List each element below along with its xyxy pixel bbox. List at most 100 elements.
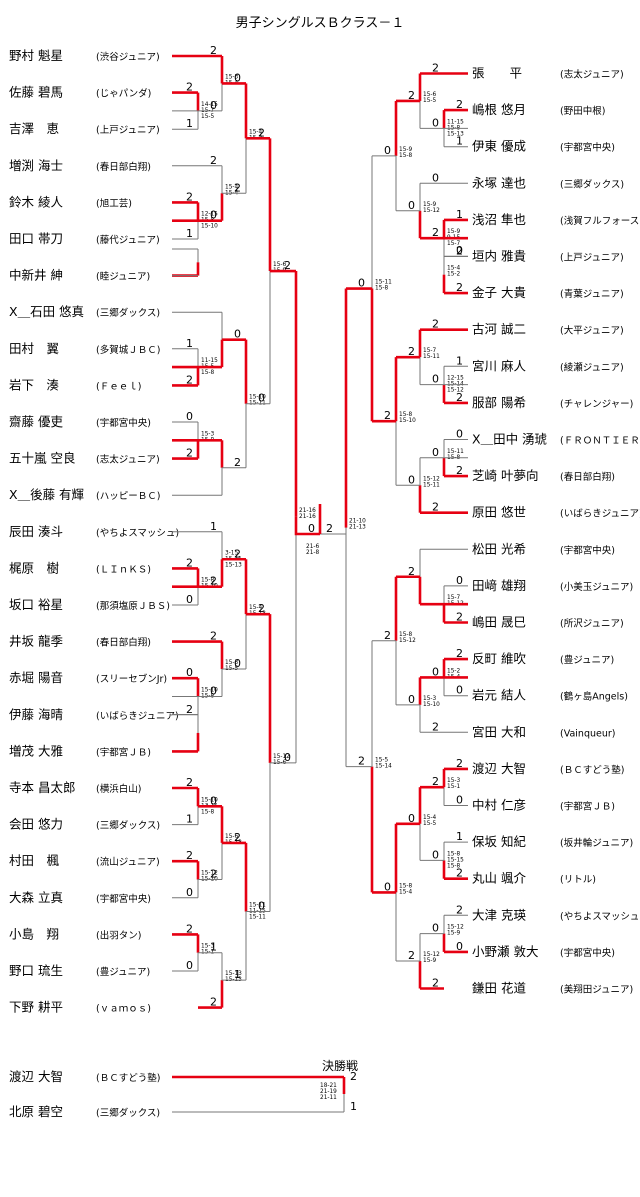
left-player-club: (スリーセブンJr) <box>96 673 167 685</box>
left-match-score: 2 <box>186 190 193 203</box>
right-match-score: 0 <box>456 574 463 587</box>
right-match-sets: 15-9 <box>447 931 460 937</box>
right-match-sets: 15-12 <box>423 208 440 214</box>
left-match-score: 2 <box>258 126 265 139</box>
left-match-score: 2 <box>186 373 193 386</box>
left-match-sets: 15-13 <box>225 562 242 568</box>
left-player-club: (春日部白翔) <box>96 161 151 173</box>
right-match-sets: 15-2 <box>447 668 460 674</box>
right-player-club: (小美玉ジュニア) <box>560 581 633 593</box>
right-player-name: 丸山 颯介 <box>472 871 526 886</box>
left-player-name: 赤堀 陽音 <box>9 670 63 685</box>
left-match-score: 0 <box>210 685 217 698</box>
right-match-sets: 15-14 <box>375 764 392 770</box>
left-match-score: 2 <box>186 922 193 935</box>
right-player-name: 芝崎 叶夢向 <box>472 468 538 483</box>
right-match-score: 2 <box>432 501 439 514</box>
left-player-name: 田口 帯刀 <box>9 231 63 246</box>
left-match-score: 2 <box>210 154 217 167</box>
left-match-sets: 15-4 <box>249 129 262 135</box>
right-player-name: 垣内 雅貴 <box>472 249 526 264</box>
left-match-sets: 15-10 <box>201 224 218 230</box>
left-player-name: X＿後藤 有輝 <box>9 487 84 502</box>
right-match-score: 0 <box>432 373 439 386</box>
right-player-name: 嶋根 悠月 <box>472 102 526 117</box>
right-match-sets: 15-13 <box>447 131 464 137</box>
right-player-name: 永塚 達也 <box>472 175 526 190</box>
right-match-sets: 15-8 <box>399 153 412 159</box>
left-player-name: 吉澤 恵 <box>9 121 59 136</box>
right-player-name: 反町 維吹 <box>472 651 526 666</box>
left-match-sets: 21-16 <box>299 514 316 520</box>
right-match-score: 1 <box>456 135 463 148</box>
right-match-sets: 15-11 <box>423 482 440 488</box>
left-player-name: 田村 翼 <box>9 341 59 356</box>
right-player-club: (やちよスマッシュ) <box>560 911 640 922</box>
left-player-club: (旭工芸) <box>96 197 132 209</box>
left-match-score: 0 <box>186 410 193 423</box>
right-player-club: (宇都宮ＪＢ) <box>560 801 615 813</box>
right-player-club: (リトル) <box>560 875 596 886</box>
right-player-club: (三郷ダックス) <box>560 178 624 190</box>
left-match-sets: 15-8 <box>201 809 214 815</box>
final-label: 決勝戦 <box>322 1059 359 1073</box>
left-player-name: 齋藤 優吏 <box>9 414 63 429</box>
right-player-name: X＿田中 湧琥 <box>472 432 547 447</box>
left-match-sets: 15-10 <box>249 395 266 401</box>
right-match-score: 2 <box>456 903 463 916</box>
right-match-score: 2 <box>358 755 365 768</box>
right-match-score: 2 <box>456 757 463 770</box>
right-match-sets: 15-8 <box>399 883 412 889</box>
right-match-sets: 15-7 <box>423 348 436 354</box>
left-match-sets: 15-10 <box>201 688 218 694</box>
left-match-score: 0 <box>234 71 241 84</box>
right-match-score: 0 <box>456 940 463 953</box>
right-match-score: 2 <box>456 611 463 624</box>
final-sets: 21-11 <box>320 1095 337 1101</box>
right-player-name: 古河 誠二 <box>472 322 526 337</box>
left-match-sets: 15-12 <box>273 754 290 760</box>
left-player-club: (三郷ダックス) <box>96 820 160 832</box>
left-match-sets: 15-3 <box>225 660 238 666</box>
left-match-sets: 15-11 <box>249 903 266 909</box>
right-player-club: (ＢＣすどう塾) <box>560 764 624 776</box>
right-match-sets: 15-9 <box>423 958 436 964</box>
left-match-score: 0 <box>234 657 241 670</box>
left-match-score: 0 <box>186 666 193 679</box>
right-match-sets: 15-3 <box>447 778 460 784</box>
left-match-score: 2 <box>258 602 265 615</box>
semi-sets: 21-8 <box>306 550 319 556</box>
right-player-club: (所沢ジュニア) <box>560 618 624 630</box>
right-match-sets: 15-12 <box>399 638 416 644</box>
left-player-club: (Ｆｅｅｌ) <box>96 381 141 392</box>
right-match-score: 0 <box>384 144 391 157</box>
right-match-sets: 15-7 <box>447 241 460 247</box>
right-player-club: (野田中根) <box>560 105 605 117</box>
left-match-score: 1 <box>210 941 217 954</box>
right-match-sets: 15-5 <box>375 758 388 764</box>
left-match-score: 2 <box>186 776 193 789</box>
final-player-club: (三郷ダックス) <box>96 1107 160 1119</box>
left-player-club: (豊ジュニア) <box>96 966 150 978</box>
right-match-sets: 15-12 <box>447 388 464 394</box>
left-match-sets: 15-3 <box>225 74 238 80</box>
right-player-name: 岩元 結人 <box>472 688 526 703</box>
left-player-name: 増渕 海士 <box>9 158 63 173</box>
right-match-score: 0 <box>456 794 463 807</box>
right-player-name: 嶋田 晟巳 <box>472 615 526 630</box>
right-player-name: 宮田 大和 <box>472 724 526 739</box>
final-player-name: 北原 碧空 <box>9 1104 63 1119</box>
left-player-name: X＿石田 悠真 <box>9 304 84 319</box>
right-match-sets: 15-9 <box>399 147 412 153</box>
right-match-sets: 15-6 <box>423 92 436 98</box>
final-sets: 18-21 <box>320 1083 337 1089</box>
left-player-name: 梶原 樹 <box>9 560 59 575</box>
left-match-score: 2 <box>186 556 193 569</box>
right-player-club: (春日部白翔) <box>560 471 615 483</box>
left-player-club: (上戸ジュニア) <box>96 125 160 136</box>
right-match-score: 2 <box>456 98 463 111</box>
left-match-score: 2 <box>210 575 217 588</box>
right-match-score: 2 <box>432 318 439 331</box>
left-player-club: (三郷ダックス) <box>96 307 160 319</box>
